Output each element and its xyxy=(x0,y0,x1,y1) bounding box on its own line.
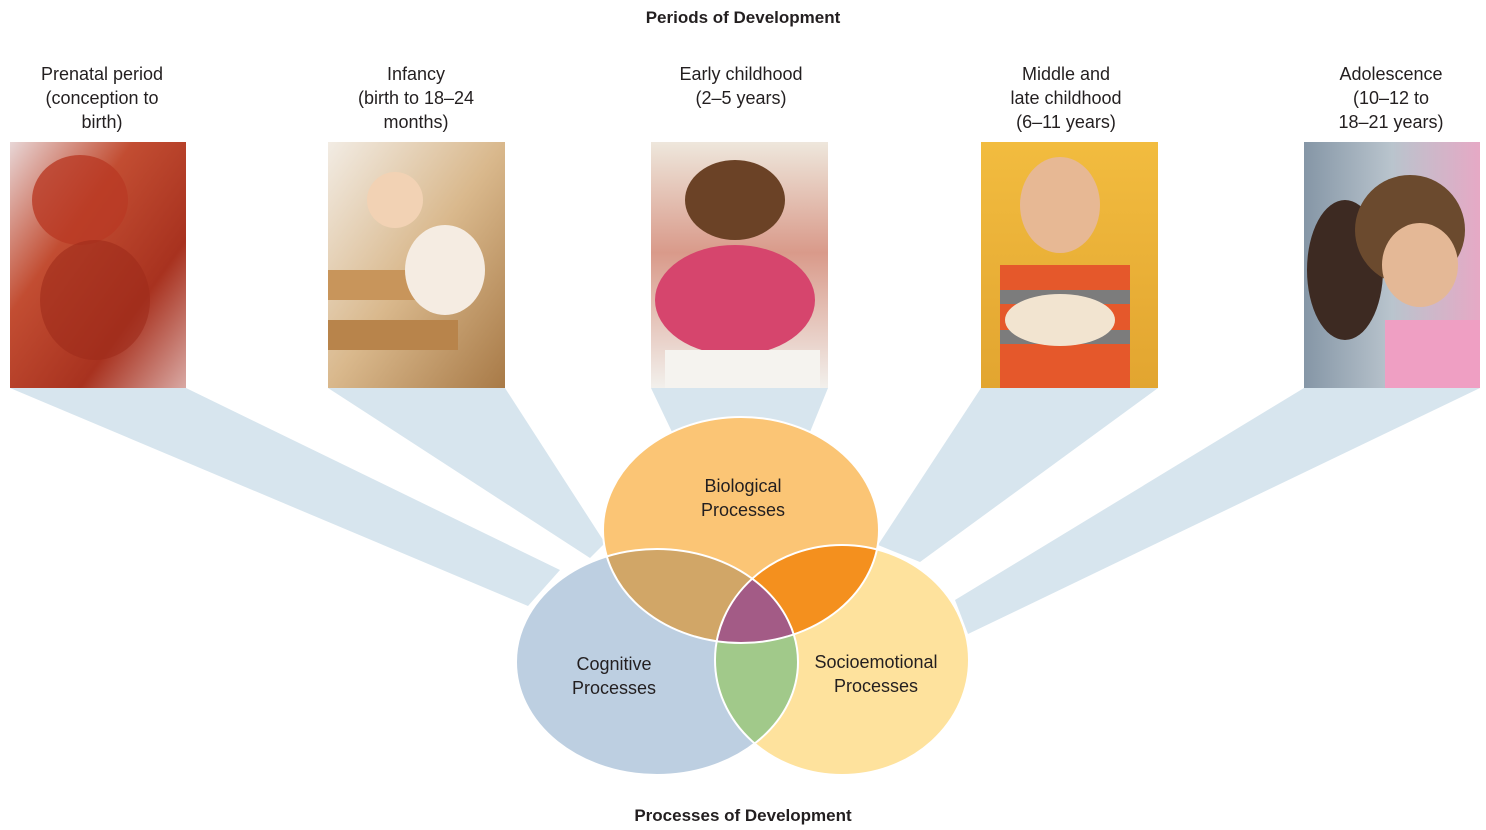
socioemotional-processes-label: Socioemotional Processes xyxy=(814,652,938,696)
connector-infancy xyxy=(328,388,605,558)
connector-middle-childhood xyxy=(878,388,1158,562)
period-label-infancy: Infancy (birth to 18–24 months) xyxy=(357,64,475,132)
period-label-adolescence: Adolescence (10–12 to 18–21 years) xyxy=(1338,64,1444,132)
connector-bands xyxy=(10,388,1480,634)
processes-title: Processes of Development xyxy=(634,806,852,825)
periods-title: Periods of Development xyxy=(645,8,841,27)
overlap-bio-socioemotional xyxy=(715,545,879,643)
fetus-photo xyxy=(10,142,186,388)
connector-prenatal xyxy=(10,388,560,606)
baby-climbing-stairs-photo xyxy=(328,142,505,388)
process-venn xyxy=(515,416,970,776)
period-label-prenatal: Prenatal period (conception to birth) xyxy=(40,64,164,132)
period-label-middle-late-childhood: Middle and late childhood (6–11 years) xyxy=(1010,64,1122,132)
girl-drawing-photo xyxy=(651,142,828,388)
biological-processes-label: Biological Processes xyxy=(700,476,786,520)
boy-holding-guinea-pig-photo xyxy=(981,142,1158,388)
overlap-bio-cognitive xyxy=(603,549,798,643)
teen-girls-whispering-photo xyxy=(1304,142,1480,388)
period-label-early-childhood: Early childhood (2–5 years) xyxy=(679,64,803,108)
cognitive-processes-label: Cognitive Processes xyxy=(571,654,657,698)
connector-early-childhood xyxy=(651,388,828,432)
connector-adolescence xyxy=(955,388,1480,634)
